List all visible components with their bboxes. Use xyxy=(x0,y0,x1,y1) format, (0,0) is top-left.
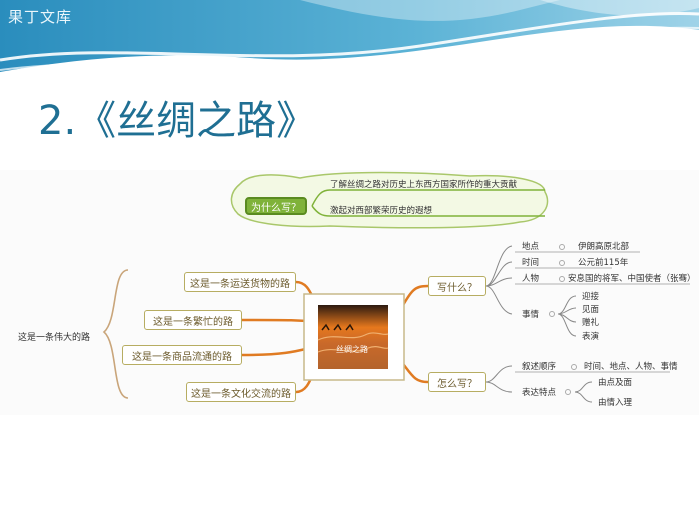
left-item-1: 这是一条运送货物的路 xyxy=(184,272,296,292)
what-node: 写什么？ xyxy=(428,276,486,296)
what-location-value: 伊朗高原北部 xyxy=(578,242,630,252)
why-item-1: 了解丝绸之路对历史上东西方国家所作的重大贡献 xyxy=(330,180,518,190)
how-feature-key: 表达特点 xyxy=(522,388,557,398)
what-events-key: 事情 xyxy=(522,310,540,320)
what-people-key: 人物 xyxy=(522,274,540,284)
how-node: 怎么写？ xyxy=(428,372,486,392)
event-item-3: 赠礼 xyxy=(582,318,600,328)
how-order-key: 叙述顺序 xyxy=(522,362,557,372)
feature-item-2: 由情入理 xyxy=(598,398,633,408)
what-location-key: 地点 xyxy=(522,242,540,252)
what-time-key: 时间 xyxy=(522,258,540,268)
event-item-2: 见面 xyxy=(582,305,600,315)
root-label: 这是一条伟大的路 xyxy=(18,333,91,343)
root-brace xyxy=(102,269,129,399)
left-item-4: 这是一条文化交流的路 xyxy=(186,382,296,402)
mind-map-connectors xyxy=(102,171,690,403)
what-time-value: 公元前115年 xyxy=(578,258,629,268)
why-cloud xyxy=(230,171,549,229)
left-item-2: 这是一条繁忙的路 xyxy=(144,310,242,330)
center-caption: 丝绸之路 xyxy=(336,345,368,354)
left-item-3: 这是一条商品流通的路 xyxy=(122,345,242,365)
why-node: 为什么写？ xyxy=(245,197,307,215)
header-wave-banner xyxy=(0,0,699,72)
brand-label: 果丁文库 xyxy=(8,8,73,26)
event-item-4: 表演 xyxy=(582,332,600,342)
what-people-value: 安息国的将军、中国使者（张骞） xyxy=(568,274,696,284)
feature-item-1: 由点及面 xyxy=(598,378,633,388)
mind-map: 为什么写？ 了解丝绸之路对历史上东西方国家所作的重大贡献 激起对西部繁荣历史的遐… xyxy=(0,170,699,415)
how-order-value: 时间、地点、人物、事情 xyxy=(584,362,678,372)
why-item-2: 激起对西部繁荣历史的遐想 xyxy=(330,206,433,216)
page-title: 2.《丝绸之路》 xyxy=(38,98,317,144)
event-item-1: 迎接 xyxy=(582,292,600,302)
